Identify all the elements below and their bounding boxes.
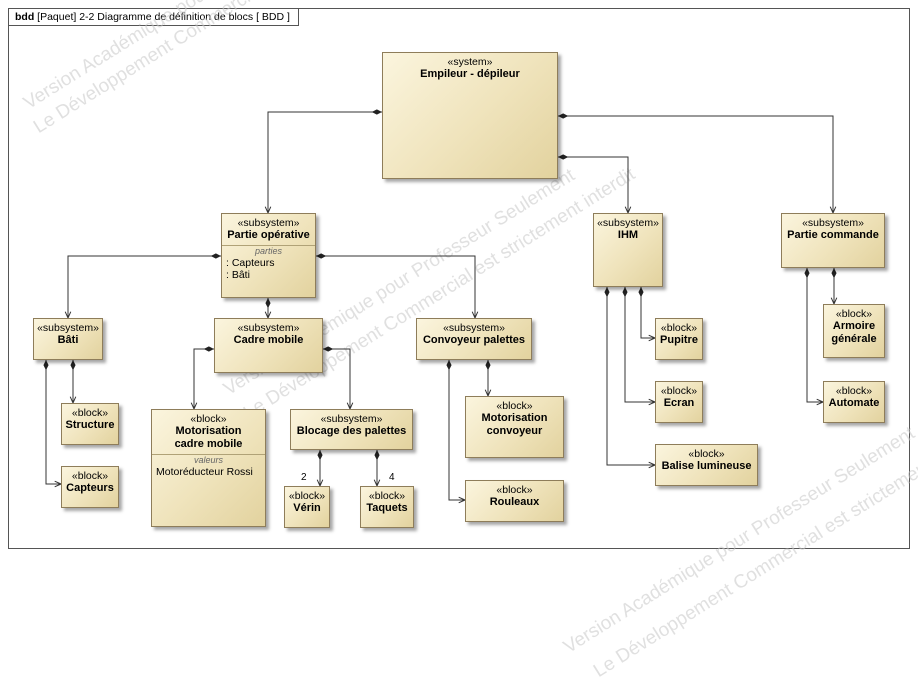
- stereotype: «block»: [688, 448, 725, 460]
- block-empileur-depileur[interactable]: «system» Empileur - dépileur: [382, 52, 558, 179]
- value-motoreducteur: Motoréducteur Rossi: [156, 466, 253, 478]
- link-bati-capteurs: [46, 360, 61, 484]
- compartment-separator: [222, 245, 315, 246]
- block-name: Ecran: [663, 397, 695, 409]
- block-taquets[interactable]: «block» Taquets: [360, 486, 414, 528]
- connectors: [0, 0, 918, 559]
- part-bati: : Bâti: [226, 269, 250, 281]
- block-name: Pupitre: [660, 334, 698, 346]
- block-name: Vérin: [293, 502, 321, 514]
- stereotype: «block»: [835, 308, 873, 320]
- stereotype: «subsystem»: [237, 322, 300, 334]
- stereotype: «block»: [288, 490, 326, 502]
- stereotype: «subsystem»: [37, 322, 99, 334]
- block-rouleaux[interactable]: «block» Rouleaux: [465, 480, 564, 522]
- compartment-separator: [152, 454, 265, 455]
- stereotype: «block»: [368, 490, 406, 502]
- block-name: Automate: [828, 397, 880, 409]
- stereotype: «block»: [71, 407, 109, 419]
- block-motorisation-convoyeur[interactable]: «block» Motorisation convoyeur: [465, 396, 564, 458]
- block-name: Convoyeur palettes: [422, 334, 526, 346]
- stereotype: «system»: [447, 56, 493, 68]
- block-name: Motorisation convoyeur: [481, 412, 548, 437]
- block-name: Taquets: [366, 502, 408, 514]
- stereotype: «block»: [835, 385, 873, 397]
- link-system-operative: [268, 112, 382, 213]
- link-operative-convoyeur: [316, 256, 475, 318]
- stereotype: «subsystem»: [443, 322, 505, 334]
- block-name: Bâti: [57, 334, 79, 346]
- block-pupitre[interactable]: «block» Pupitre: [655, 318, 703, 360]
- part-capteurs: : Capteurs: [226, 257, 275, 269]
- stereotype: «block»: [71, 470, 109, 482]
- block-name: IHM: [617, 229, 639, 241]
- stereotype: «block»: [660, 322, 698, 334]
- diagram-kind: bdd: [15, 11, 35, 23]
- stereotype: «block»: [660, 385, 698, 397]
- diagram-frame: bdd [Paquet] 2-2 Diagramme de définition…: [8, 8, 910, 549]
- block-bati[interactable]: «subsystem» Bâti: [33, 318, 103, 360]
- block-partie-operative[interactable]: «subsystem» Partie opérative parties : C…: [221, 213, 316, 298]
- link-operative-bati: [68, 256, 221, 318]
- block-name: Blocage des palettes: [296, 425, 407, 437]
- block-name: Motorisation cadre mobile: [174, 425, 243, 450]
- link-system-ihm: [558, 157, 628, 213]
- block-armoire-generale[interactable]: «block» Armoire générale: [823, 304, 885, 358]
- stereotype: «subsystem»: [237, 217, 300, 229]
- diagram-header: bdd [Paquet] 2-2 Diagramme de définition…: [9, 9, 299, 26]
- block-name: Partie opérative: [227, 229, 310, 241]
- block-structure[interactable]: «block» Structure: [61, 403, 119, 445]
- diagram-name: 2-2 Diagramme de définition de blocs: [79, 11, 254, 23]
- link-ihm-balise: [607, 287, 655, 465]
- block-motorisation-cadre-mobile[interactable]: «block» Motorisation cadre mobile valeur…: [151, 409, 266, 527]
- stereotype: «subsystem»: [597, 217, 659, 229]
- block-name: Capteurs: [66, 482, 114, 494]
- block-name: Rouleaux: [489, 496, 540, 508]
- block-name: Partie commande: [787, 229, 879, 241]
- block-partie-commande[interactable]: «subsystem» Partie commande: [781, 213, 885, 268]
- block-name: Empileur - dépileur: [420, 68, 520, 80]
- link-convoyeur-rouleaux: [449, 360, 465, 500]
- link-ihm-ecran: [625, 287, 655, 402]
- block-name: Balise lumineuse: [661, 460, 752, 472]
- multiplicity-verin: 2: [301, 472, 307, 483]
- block-name: Armoire générale: [831, 320, 877, 345]
- block-automate[interactable]: «block» Automate: [823, 381, 885, 423]
- block-capteurs[interactable]: «block» Capteurs: [61, 466, 119, 508]
- block-ecran[interactable]: «block» Ecran: [655, 381, 703, 423]
- stereotype: «block»: [190, 413, 227, 425]
- block-convoyeur-palettes[interactable]: «subsystem» Convoyeur palettes: [416, 318, 532, 360]
- compartment-title: parties: [254, 246, 282, 256]
- block-cadre-mobile[interactable]: «subsystem» Cadre mobile: [214, 318, 323, 373]
- stereotype: «block»: [496, 400, 533, 412]
- block-name: Cadre mobile: [233, 334, 304, 346]
- link-cadre-motorisation: [194, 349, 214, 409]
- compartment-title: valeurs: [193, 455, 223, 465]
- stereotype: «subsystem»: [802, 217, 864, 229]
- link-ihm-pupitre: [641, 287, 655, 338]
- stereotype: «subsystem»: [320, 413, 383, 425]
- block-verin[interactable]: «block» Vérin: [284, 486, 330, 528]
- stereotype: «block»: [496, 484, 533, 496]
- diagram-package: [Paquet]: [37, 11, 77, 23]
- diagram-type: [ BDD ]: [256, 11, 290, 23]
- block-balise-lumineuse[interactable]: «block» Balise lumineuse: [655, 444, 758, 486]
- link-system-commande: [558, 116, 833, 213]
- link-commande-automate: [807, 268, 823, 402]
- link-cadre-blocage: [323, 349, 350, 409]
- block-ihm[interactable]: «subsystem» IHM: [593, 213, 663, 287]
- block-name: Structure: [65, 419, 115, 431]
- multiplicity-taquets: 4: [389, 472, 395, 483]
- block-blocage-des-palettes[interactable]: «subsystem» Blocage des palettes: [290, 409, 413, 450]
